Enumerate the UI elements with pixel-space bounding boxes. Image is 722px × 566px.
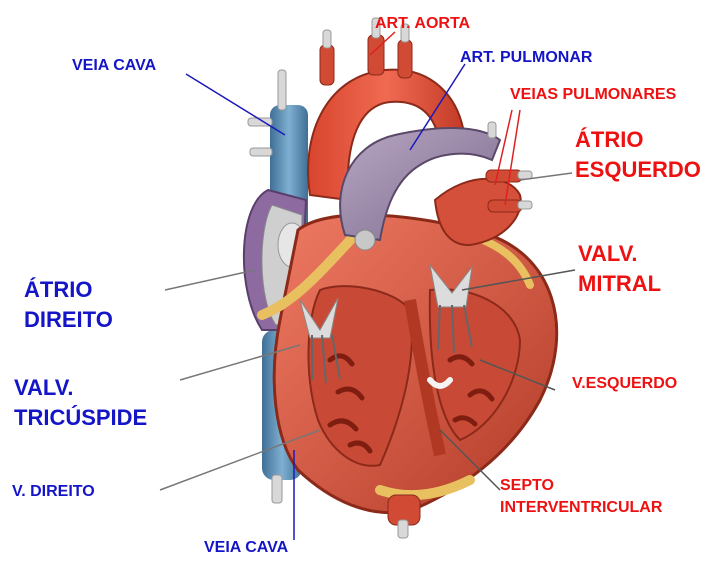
label-veias-pulmonares: VEIAS PULMONARES (510, 87, 676, 104)
leader-atrio-direito (165, 270, 255, 290)
label-atrio-direito-2: DIREITO (24, 308, 113, 331)
leader-veia-cava-top (186, 74, 285, 135)
label-v-esquerdo: V.ESQUERDO (572, 376, 677, 393)
label-art-pulmonar: ART. PULMONAR (460, 50, 592, 67)
label-veia-cava-bottom: VEIA CAVA (204, 540, 288, 557)
label-valv-mitral-1: VALV. (578, 242, 638, 265)
label-veia-cava-top: VEIA CAVA (72, 58, 156, 75)
label-valv-tricuspide-2: TRICÚSPIDE (14, 406, 147, 429)
label-septo-1: SEPTO (500, 478, 554, 495)
label-atrio-esquerdo-2: ESQUERDO (575, 158, 701, 181)
label-art-aorta: ART. AORTA (375, 16, 470, 33)
label-valv-tricuspide-1: VALV. (14, 376, 74, 399)
label-atrio-esquerdo-1: ÁTRIO (575, 128, 643, 151)
label-septo-2: INTERVENTRICULAR (500, 500, 662, 517)
label-atrio-direito-1: ÁTRIO (24, 278, 92, 301)
label-v-direito: V. DIREITO (12, 484, 95, 501)
label-valv-mitral-2: MITRAL (578, 272, 661, 295)
